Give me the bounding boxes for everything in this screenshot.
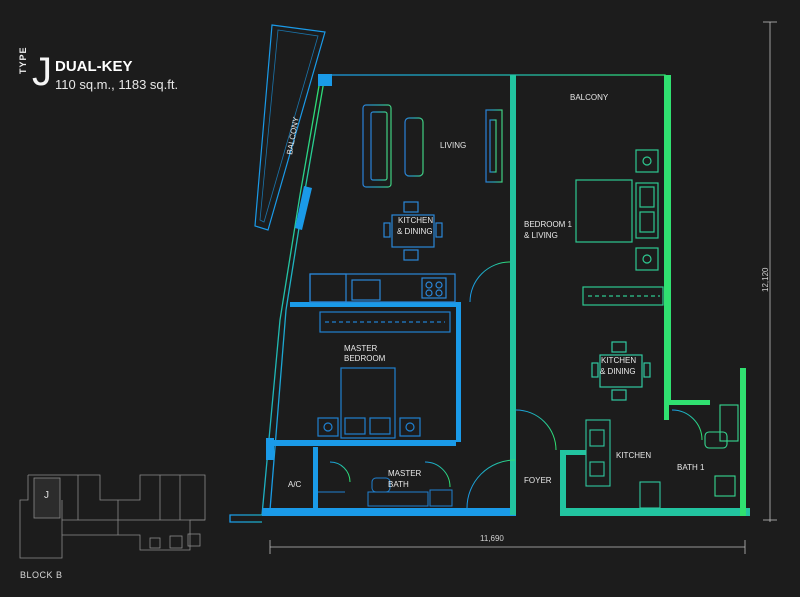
label-kitchen-dining-2b: & DINING bbox=[600, 367, 636, 376]
label-bedroom1b: & LIVING bbox=[524, 231, 558, 240]
key-plan: J bbox=[19, 474, 206, 559]
kitchen-fixtures bbox=[585, 419, 661, 509]
left-balcony bbox=[254, 24, 326, 231]
bath1-fixtures bbox=[704, 404, 739, 497]
outer-walls bbox=[229, 45, 673, 523]
doors bbox=[329, 261, 703, 509]
kitchen-counter-1 bbox=[309, 273, 456, 303]
label-bath1: BATH 1 bbox=[677, 463, 705, 472]
unit-area: 110 sq.m., 1183 sq.ft. bbox=[55, 77, 179, 92]
label-kitchen-dining-1a: KITCHEN bbox=[398, 216, 433, 225]
master-bath-fixtures bbox=[318, 477, 453, 507]
label-ac: A/C bbox=[288, 480, 302, 489]
label-foyer: FOYER bbox=[524, 476, 552, 485]
label-master-bath-a: MASTER bbox=[388, 469, 422, 478]
label-master-bedroom-b: BEDROOM bbox=[344, 354, 386, 363]
label-kitchen: KITCHEN bbox=[616, 451, 651, 460]
bedroom1-furniture bbox=[575, 149, 664, 306]
label-master-bedroom-a: MASTER bbox=[344, 344, 378, 353]
label-balcony-left: BALCONY bbox=[285, 115, 301, 155]
dining-set-2 bbox=[591, 341, 651, 401]
unit-title: DUAL-KEY bbox=[55, 58, 133, 75]
wall-blue bbox=[262, 74, 516, 516]
master-bedroom-furniture bbox=[317, 311, 451, 439]
wall-teal bbox=[510, 75, 750, 516]
dimension-width: 11,690 bbox=[480, 534, 504, 543]
type-letter: J bbox=[32, 50, 52, 94]
label-bedroom1a: BEDROOM 1 bbox=[524, 220, 573, 229]
partitions bbox=[318, 75, 616, 508]
room-labels: BALCONY BALCONY LIVING KITCHEN & DINING … bbox=[285, 93, 705, 489]
block-label: BLOCK B bbox=[20, 570, 63, 580]
keyplan-unit-marker: J bbox=[44, 490, 49, 501]
label-kitchen-dining-2a: KITCHEN bbox=[601, 356, 636, 365]
living-furniture bbox=[362, 104, 503, 188]
label-living: LIVING bbox=[440, 141, 466, 150]
wall-green bbox=[664, 75, 746, 516]
dimension-lines bbox=[269, 21, 777, 554]
dimension-height: 12,120 bbox=[761, 267, 770, 292]
dining-set-1 bbox=[383, 201, 443, 261]
label-master-bath-b: BATH bbox=[388, 480, 409, 489]
label-balcony-top: BALCONY bbox=[570, 93, 609, 102]
label-kitchen-dining-1b: & DINING bbox=[397, 227, 433, 236]
